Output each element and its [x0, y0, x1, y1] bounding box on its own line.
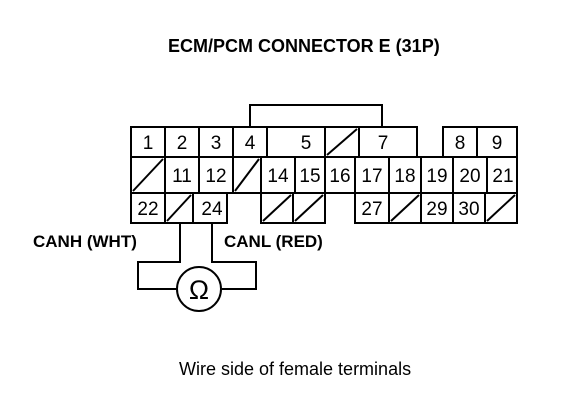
- canh-wire: [137, 223, 181, 290]
- terminal-4-label: 4: [245, 133, 256, 154]
- terminal-5-label: 5: [301, 133, 312, 154]
- terminal-29-label: 29: [426, 199, 447, 220]
- terminal-28-slash: [390, 194, 420, 222]
- canl-label: CANL (RED): [224, 232, 323, 251]
- terminal-25-slash: [262, 194, 292, 222]
- terminal-8-label: 8: [455, 133, 466, 154]
- terminal-15-label: 15: [299, 166, 320, 187]
- terminal-24: [192, 192, 228, 224]
- terminal-23-slash: [166, 194, 192, 222]
- connector-row-1: 1 2 3 4 5 7 8 9: [130, 126, 518, 158]
- ohm-symbol: Ω: [189, 275, 209, 305]
- terminal-6-slash: [326, 128, 358, 156]
- connector-latch: [249, 104, 383, 127]
- terminal-5: [266, 126, 326, 158]
- ohmmeter-icon: [176, 266, 222, 312]
- terminal-3-label: 3: [211, 133, 222, 154]
- terminal-7-label: 7: [378, 133, 389, 154]
- terminal-26-slash: [294, 194, 324, 222]
- terminal-14-label: 14: [267, 166, 289, 187]
- terminal-17-label: 17: [361, 166, 382, 187]
- terminal-1-label: 1: [143, 133, 154, 154]
- connector-row-2: 11 12 14 15 16 17 18 19 20 21: [130, 156, 518, 194]
- terminal-20-label: 20: [459, 166, 480, 187]
- terminal-31-empty: [484, 192, 518, 224]
- canl-wire: [211, 223, 257, 290]
- terminal-30-label: 30: [458, 199, 479, 220]
- terminal-13-slash: [234, 158, 260, 192]
- terminal-9-label: 9: [492, 133, 503, 154]
- terminal-26-empty: [292, 192, 326, 224]
- connector-row-3: 22 24 27 29 30: [130, 192, 518, 224]
- terminal-27-label: 27: [361, 199, 382, 220]
- terminal-16-label: 16: [329, 166, 350, 187]
- caption: Wire side of female terminals: [179, 359, 411, 379]
- terminal-11-label: 11: [172, 166, 192, 187]
- terminal-10-slash: [132, 158, 164, 192]
- canh-label: CANH (WHT): [33, 232, 137, 251]
- terminal-12-label: 12: [205, 166, 226, 187]
- terminal-22-label: 22: [137, 199, 158, 220]
- terminal-31-slash: [486, 194, 516, 222]
- terminal-19-label: 19: [426, 166, 447, 187]
- terminal-18-label: 18: [394, 166, 415, 187]
- terminal-21-label: 21: [492, 166, 513, 187]
- terminal-2-label: 2: [177, 133, 188, 154]
- terminal-24-label: 24: [201, 199, 223, 220]
- diagram-title: ECM/PCM CONNECTOR E (31P): [168, 36, 440, 56]
